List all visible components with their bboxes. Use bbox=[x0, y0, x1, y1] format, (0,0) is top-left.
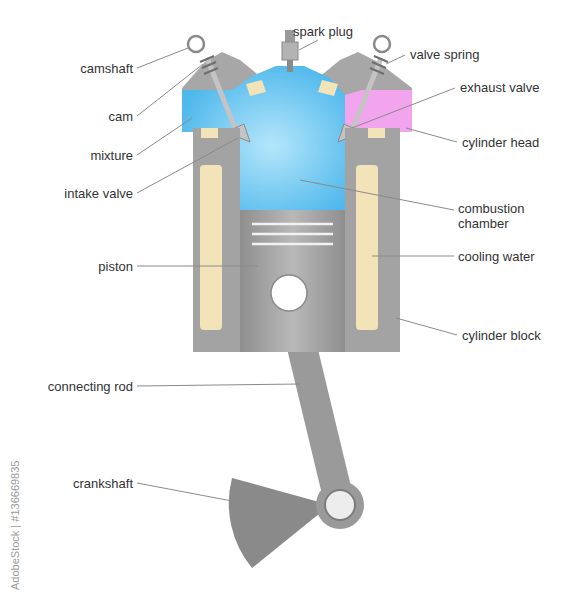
crank-pin bbox=[325, 490, 355, 520]
crankshaft-web bbox=[229, 478, 330, 568]
leader-line bbox=[352, 88, 455, 128]
valve-spring bbox=[200, 56, 218, 74]
piston bbox=[240, 210, 345, 352]
leader-line bbox=[137, 118, 192, 155]
leader-line bbox=[137, 64, 203, 116]
cylinder-block bbox=[193, 128, 240, 352]
part-label: cylinder head bbox=[462, 135, 539, 150]
cooling-water bbox=[201, 128, 218, 138]
piston-pin bbox=[271, 275, 307, 311]
part-label: exhaust valve bbox=[460, 80, 540, 95]
piston-rings bbox=[252, 224, 333, 244]
rod-big-end bbox=[316, 481, 364, 529]
part-label: mixture bbox=[90, 148, 133, 163]
cylinder-block bbox=[345, 128, 400, 352]
leader-lines bbox=[137, 40, 457, 512]
part-label: camshaft bbox=[80, 61, 133, 76]
cooling-water bbox=[368, 128, 385, 138]
leader-line bbox=[137, 138, 238, 193]
leader-line bbox=[406, 128, 457, 142]
spark-plug-tip bbox=[287, 60, 293, 72]
camshaft-cam bbox=[374, 36, 390, 52]
leader-line bbox=[137, 384, 300, 386]
cooling-water bbox=[200, 165, 222, 330]
camshaft-cam bbox=[188, 36, 204, 52]
part-label: piston bbox=[98, 259, 133, 274]
part-label: connecting rod bbox=[48, 379, 133, 394]
leader-line bbox=[137, 483, 290, 512]
intake-valve-stem bbox=[207, 58, 235, 128]
valve-spring bbox=[370, 56, 388, 74]
head-coolant bbox=[318, 80, 338, 96]
spark-plug bbox=[282, 42, 298, 60]
cooling-water bbox=[356, 165, 378, 330]
leader-line bbox=[372, 256, 454, 257]
part-label: cylinder block bbox=[462, 328, 541, 343]
leader-line bbox=[300, 180, 454, 210]
part-label: cam bbox=[108, 109, 133, 124]
leader-line bbox=[137, 266, 258, 267]
leader-line bbox=[137, 48, 188, 68]
part-label: combustion chamber bbox=[458, 201, 553, 231]
part-label: intake valve bbox=[64, 186, 133, 201]
head-coolant bbox=[246, 80, 266, 96]
part-label: crankshaft bbox=[73, 476, 133, 491]
leader-line bbox=[396, 318, 457, 335]
part-label: cooling water bbox=[458, 249, 535, 264]
part-label: spark plug bbox=[293, 24, 353, 39]
leader-line bbox=[386, 55, 405, 64]
part-label: valve spring bbox=[410, 47, 479, 62]
watermark: AdobeStock | #136669835 bbox=[8, 461, 23, 590]
leader-line bbox=[299, 40, 318, 50]
exhaust-valve-stem bbox=[353, 58, 381, 128]
